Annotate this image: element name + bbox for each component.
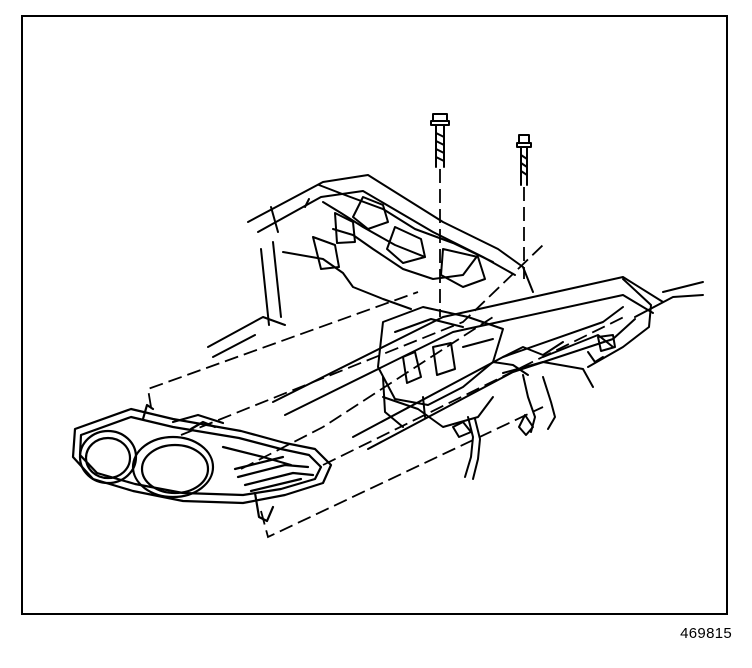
headlamp-assembly <box>71 403 333 523</box>
bolt-right <box>516 134 532 186</box>
wiring-harness <box>452 334 616 480</box>
center-crossmember <box>377 306 529 428</box>
bolt-left <box>430 113 450 168</box>
alignment-lines <box>146 169 629 539</box>
figure-frame <box>21 15 728 615</box>
headlamp-installation-illustration <box>71 113 704 539</box>
front-frame-rails <box>272 276 704 450</box>
radiator-support-structure <box>207 174 534 358</box>
figure-number: 469815 <box>680 625 732 642</box>
